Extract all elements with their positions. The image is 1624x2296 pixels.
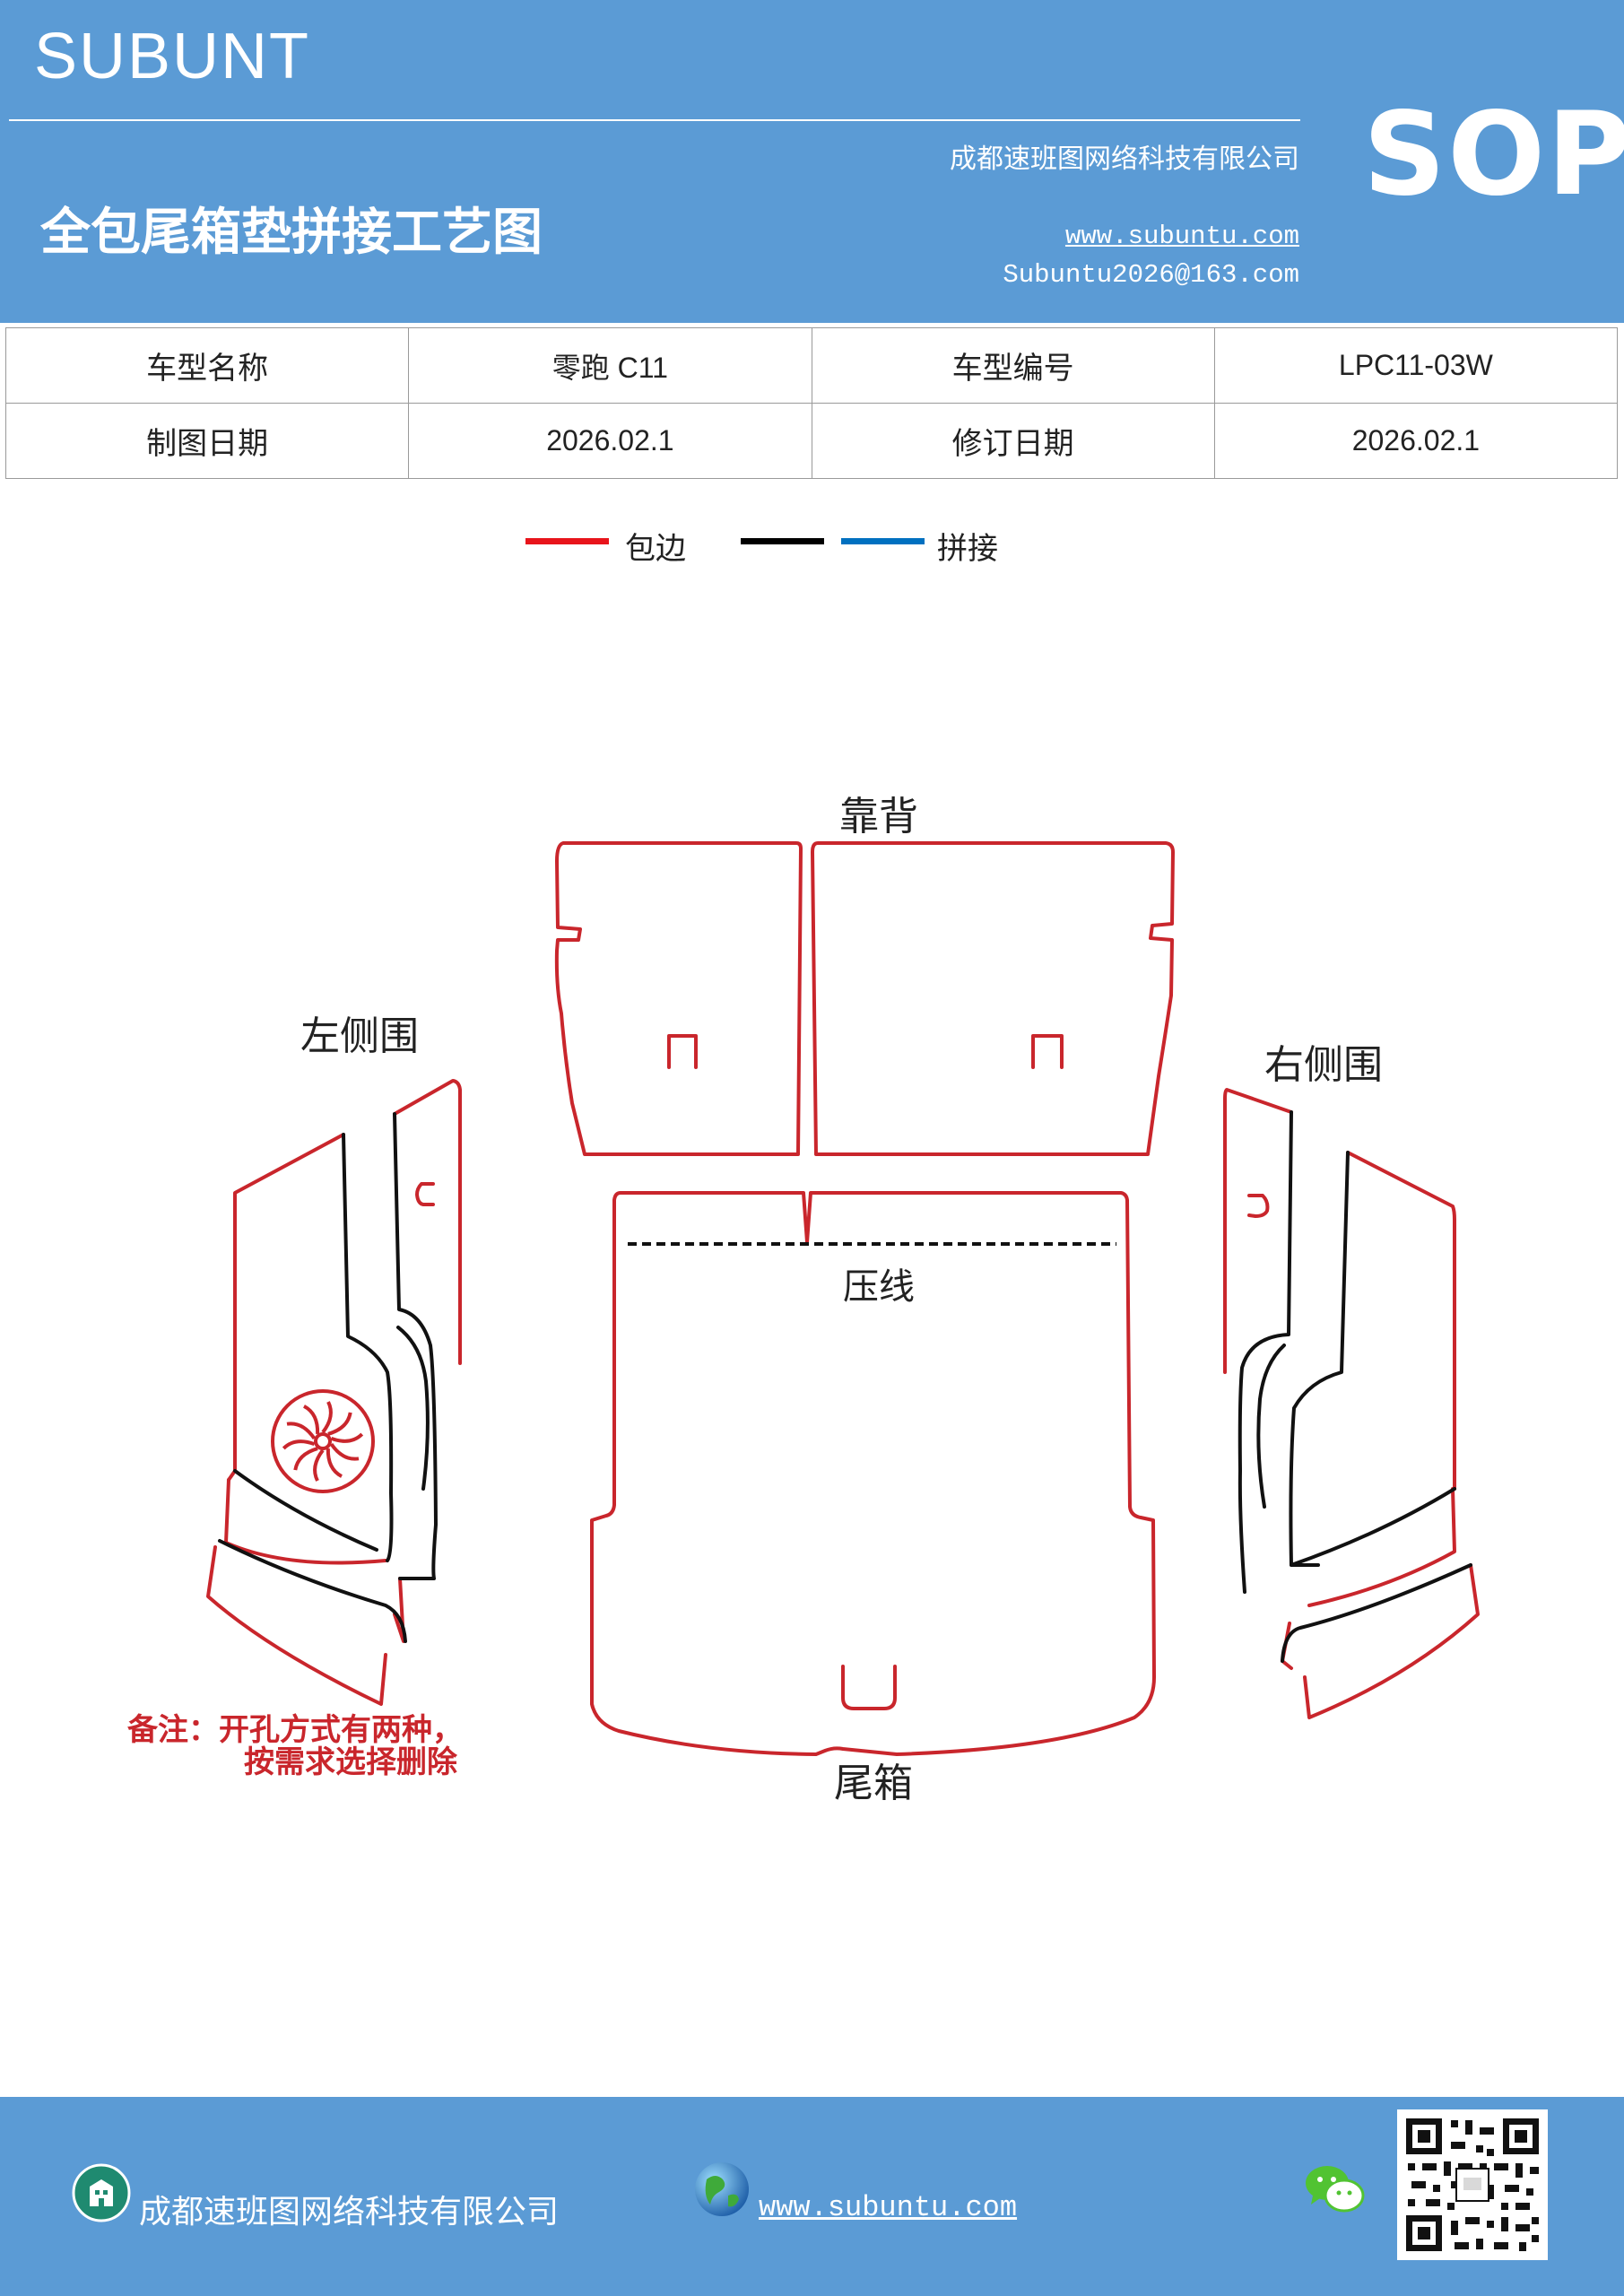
trunk-floor-panel <box>590 1191 1156 1756</box>
backrest-right-panel <box>811 841 1175 1156</box>
left-seam-2 <box>393 1112 438 1580</box>
backrest-left-tab <box>667 1034 698 1069</box>
table-cell: 修订日期 <box>811 403 1215 479</box>
backrest-right-tab <box>1031 1034 1064 1069</box>
right-seam-5 <box>1256 1344 1286 1509</box>
label-backrest: 靠背 <box>839 794 918 839</box>
right-seam-3 <box>1290 1487 1456 1567</box>
left-seam-3 <box>233 1469 378 1552</box>
trunk-tab <box>841 1665 897 1710</box>
label-crease: 压线 <box>843 1266 915 1308</box>
header-website-link[interactable]: www.subuntu.com <box>1064 222 1299 251</box>
table-row: 制图日期 2026.02.1 修订日期 2026.02.1 <box>4 403 1619 479</box>
right-side-panel-tab <box>1247 1194 1270 1218</box>
note-line-2: 按需求选择删除 <box>244 1744 458 1780</box>
header-divider <box>9 119 1300 121</box>
table-row: 车型名称 零跑 C11 车型编号 LPC11-03W <box>4 327 1619 404</box>
vehicle-info-table: 车型名称 零跑 C11 车型编号 LPC11-03W 制图日期 2026.02.… <box>4 327 1619 479</box>
wechat-icon[interactable] <box>1302 2161 1367 2217</box>
table-cell: 制图日期 <box>4 403 410 479</box>
right-side-panel-lower1 <box>1307 1487 1456 1607</box>
table-cell: 2026.02.1 <box>408 403 812 479</box>
table-cell: 零跑 C11 <box>408 327 812 404</box>
left-side-panel-main <box>227 1133 345 1482</box>
label-left-side: 左侧围 <box>300 1013 419 1059</box>
left-side-panel-strip <box>393 1079 462 1365</box>
building-icon <box>72 2163 131 2222</box>
table-cell: 2026.02.1 <box>1213 403 1619 479</box>
legend-label-splice: 拼接 <box>937 531 998 567</box>
sunburst-logo-icon <box>271 1389 375 1493</box>
header-company-name: 成都速班图网络科技有限公司 <box>950 144 1299 175</box>
backrest-left-panel <box>554 841 803 1156</box>
header-email-link[interactable]: Subuntu2026@163.com <box>1003 260 1299 290</box>
footer-website-link[interactable]: www.subuntu.com <box>759 2191 1018 2224</box>
left-side-panel-lower2 <box>206 1545 387 1706</box>
page-title: 全包尾箱垫拼接工艺图 <box>40 204 543 262</box>
table-cell: 车型名称 <box>4 327 410 404</box>
left-seam-4 <box>218 1539 407 1643</box>
label-right-side: 右侧围 <box>1264 1042 1383 1088</box>
sop-badge: SOP <box>1363 88 1624 222</box>
right-seam-1 <box>1238 1110 1293 1594</box>
legend-label-edging: 包边 <box>625 531 686 567</box>
left-side-panel-lower1 <box>224 1478 387 1565</box>
globe-icon <box>695 2162 749 2216</box>
table-cell: 车型编号 <box>811 327 1215 404</box>
footer-company-name: 成都速班图网络科技有限公司 <box>139 2194 560 2231</box>
right-side-panel-lower2 <box>1303 1563 1480 1719</box>
table-cell: LPC11-03W <box>1213 327 1619 404</box>
legend-swatch-splice <box>841 538 925 544</box>
left-side-panel-strip-bottom <box>393 1577 405 1643</box>
page-header: SUBUNT 全包尾箱垫拼接工艺图 成都速班图网络科技有限公司 www.subu… <box>0 0 1624 323</box>
note-line-1: 备注：开孔方式有两种， <box>127 1712 463 1748</box>
right-seam-2 <box>1289 1151 1350 1567</box>
left-seam-1 <box>342 1133 394 1562</box>
legend-swatch-black <box>741 538 824 544</box>
line-legend: 包边 拼接 <box>0 520 1624 574</box>
label-trunk: 尾箱 <box>834 1761 913 1806</box>
right-side-panel-strip <box>1223 1088 1293 1374</box>
brand-logo-text: SUBUNT <box>34 21 311 92</box>
left-seam-5 <box>396 1326 430 1491</box>
right-side-panel-main <box>1346 1151 1456 1491</box>
left-side-panel-tab <box>415 1182 435 1206</box>
right-seam-4 <box>1281 1563 1472 1663</box>
legend-swatch-edging <box>525 538 609 544</box>
qr-code <box>1397 2109 1548 2260</box>
